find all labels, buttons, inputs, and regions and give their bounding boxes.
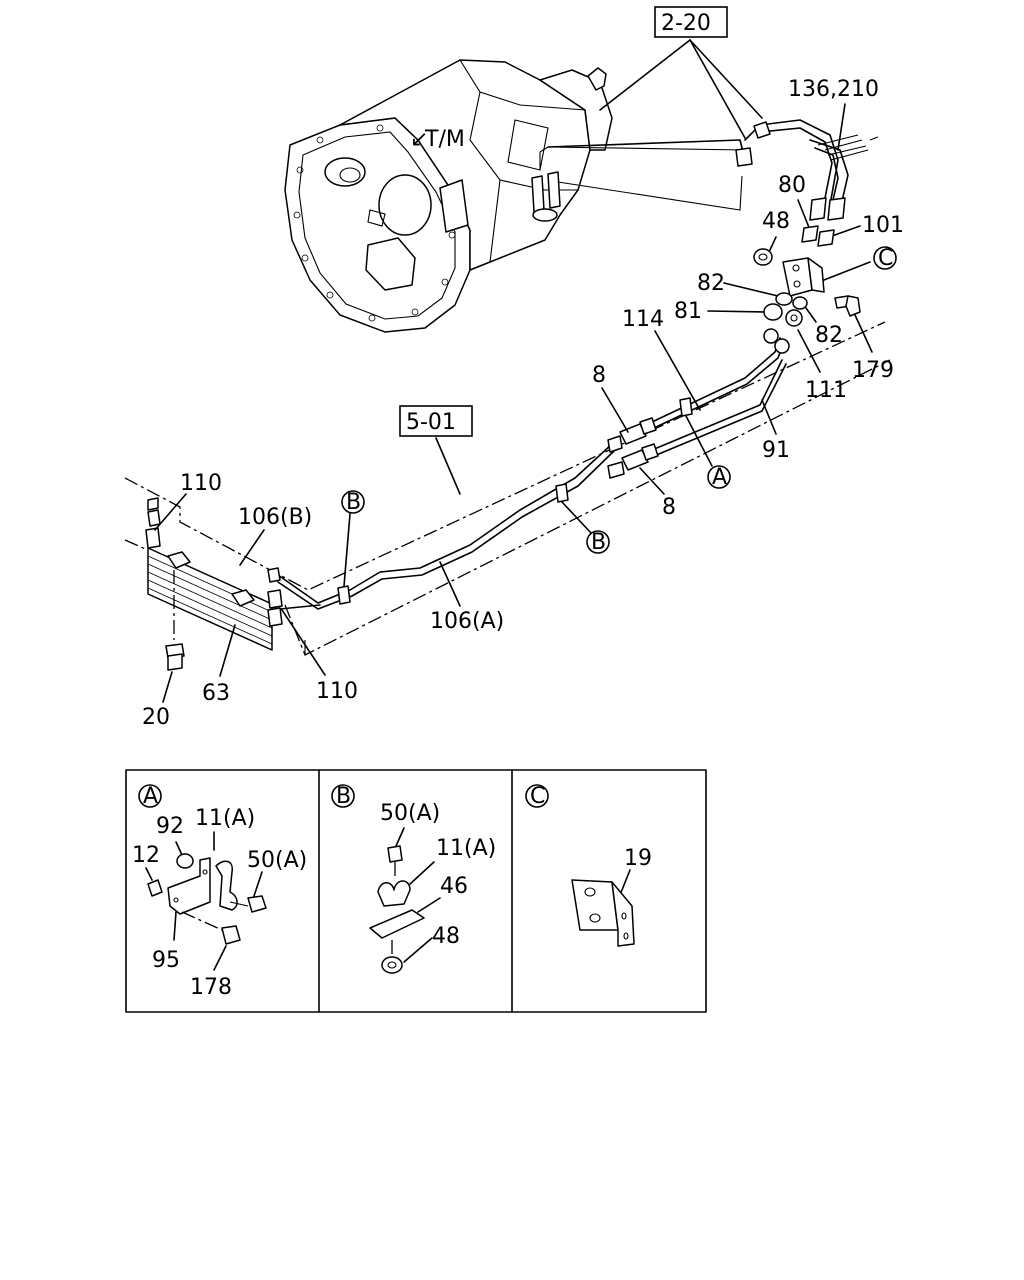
callout-20: 20	[142, 705, 170, 730]
detail-c: C 19	[525, 784, 652, 947]
detail-a-50a: 50(A)	[247, 848, 307, 873]
callout-82-b: 82	[815, 323, 843, 348]
tm-arrow-icon: ↙	[410, 127, 428, 152]
callout-8-b: 8	[662, 495, 676, 520]
oil-cooler	[145, 497, 283, 651]
detail-b-48: 48	[432, 924, 460, 949]
detail-c-19: 19	[624, 846, 652, 871]
svg-text:B: B	[346, 490, 361, 515]
detail-a: A 92 11(A) 12 50(A) 95 178	[132, 784, 307, 1000]
callout-110-b: 110	[316, 679, 358, 704]
callout-106-b: 106(B)	[238, 505, 312, 530]
ref-2-20-text: 2-20	[661, 11, 711, 36]
detail-a-92: 92	[156, 814, 184, 839]
callout-81: 81	[674, 299, 702, 324]
tm-label: T/M	[424, 127, 465, 152]
callout-136-210: 136,210	[788, 77, 879, 102]
callout-106-a: 106(A)	[430, 609, 504, 634]
svg-text:A: A	[712, 465, 727, 490]
detail-b: B 50(A) 11(A) 46 48	[331, 784, 496, 974]
circled-c-detail[interactable]: C	[525, 784, 549, 809]
callout-80: 80	[778, 173, 806, 198]
transmission-housing: T/M ↙	[284, 59, 613, 333]
circled-c-main[interactable]: C	[873, 246, 897, 271]
ref-2-20[interactable]: 2-20	[654, 6, 728, 38]
detail-a-12: 12	[132, 843, 160, 868]
svg-text:C: C	[530, 784, 545, 809]
callout-111: 111	[805, 378, 847, 403]
detail-b-50a: 50(A)	[380, 801, 440, 826]
callout-114: 114	[622, 307, 664, 332]
svg-text:B: B	[336, 784, 351, 809]
callout-101: 101	[862, 213, 904, 238]
circled-b-detail[interactable]: B	[331, 784, 355, 809]
detail-frame	[125, 769, 707, 1013]
circled-a-main[interactable]: A	[707, 465, 731, 490]
callout-8-a: 8	[592, 363, 606, 388]
detail-a-95: 95	[152, 948, 180, 973]
detail-b-46: 46	[440, 874, 468, 899]
detail-a-178: 178	[190, 975, 232, 1000]
detail-b-11a: 11(A)	[436, 836, 496, 861]
callout-63: 63	[202, 681, 230, 706]
svg-text:B: B	[591, 530, 606, 555]
callout-110-a: 110	[180, 471, 222, 496]
circled-b-lower[interactable]: B	[586, 530, 610, 555]
callout-82-a: 82	[697, 271, 725, 296]
circled-b-upper[interactable]: B	[341, 490, 365, 515]
svg-text:A: A	[143, 784, 158, 809]
circled-a-detail[interactable]: A	[138, 784, 162, 809]
svg-text:C: C	[878, 246, 893, 271]
callout-91: 91	[762, 438, 790, 463]
ref-5-01[interactable]: 5-01	[399, 405, 473, 437]
ref-5-01-text: 5-01	[406, 410, 456, 435]
detail-a-11a: 11(A)	[195, 806, 255, 831]
callout-48-top: 48	[762, 209, 790, 234]
